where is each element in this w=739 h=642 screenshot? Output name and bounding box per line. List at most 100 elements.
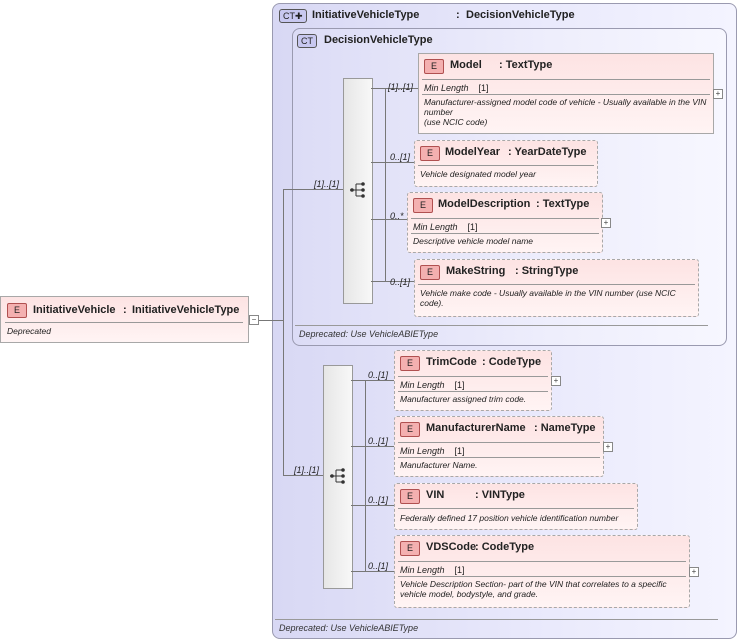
divider (295, 325, 708, 326)
connector-line (371, 162, 414, 163)
root-element-name: InitiativeVehicle (33, 304, 116, 316)
element-badge-icon: E (400, 422, 420, 437)
element-type: : TextType (499, 59, 553, 71)
outer-sequence-compositor[interactable] (323, 365, 353, 589)
element-cardinality: [1]..[1] (388, 82, 414, 92)
element-name: MakeString (446, 265, 506, 277)
divider (398, 442, 600, 443)
divider (5, 322, 243, 323)
element-description: Manufacturer Name. (400, 460, 478, 470)
element-cardinality: 0..* (390, 211, 404, 221)
root-description: Deprecated (7, 326, 51, 336)
connector-line (283, 475, 323, 476)
root-type-separator: : (123, 304, 127, 316)
element-badge-icon: E (420, 265, 440, 280)
element-vin[interactable]: E VIN : VINType Federally defined 17 pos… (394, 483, 638, 530)
facet-min-length: Min Length[1] (400, 446, 465, 456)
facet-min-length: Min Length[1] (424, 83, 489, 93)
element-model[interactable]: E Model : TextType Min Length[1] Manufac… (418, 53, 714, 134)
connector-line (283, 189, 343, 190)
element-description: Manufacturer-assigned model code of vehi… (424, 97, 707, 127)
root-element-type: InitiativeVehicleType (132, 304, 240, 316)
element-description: Vehicle make code - Usually available in… (420, 288, 676, 308)
element-cardinality: 0..[1] (368, 495, 389, 505)
sequence-compositor-icon (350, 182, 365, 198)
divider (398, 576, 686, 577)
element-description: Federally defined 17 position vehicle id… (400, 513, 619, 523)
divider (418, 165, 594, 166)
element-name: ManufacturerName (426, 422, 526, 434)
element-name: VDSCode (426, 541, 477, 553)
plus-box-icon[interactable]: + (713, 89, 723, 99)
outer-type-separator: : (456, 9, 460, 21)
sequence-compositor-icon (330, 468, 345, 484)
element-description: Vehicle designated model year (420, 169, 536, 179)
facet-min-length: Min Length[1] (400, 380, 465, 390)
connector-line (351, 446, 394, 447)
connector-line (371, 219, 407, 220)
divider (411, 233, 599, 234)
inner-sequence-cardinality: [1]..[1] (314, 179, 340, 189)
minus-box-icon[interactable]: − (249, 315, 259, 325)
element-cardinality: 0..[1] (390, 152, 411, 162)
element-type: : NameType (534, 422, 596, 434)
facet-min-length: Min Length[1] (413, 222, 478, 232)
element-badge-icon: E (7, 303, 27, 318)
connector-line (351, 571, 394, 572)
element-vds-code[interactable]: E VDSCode : CodeType Min Length[1] Vehic… (394, 535, 690, 608)
element-manufacturer-name[interactable]: E ManufacturerName : NameType Min Length… (394, 416, 604, 477)
element-type: : TextType (536, 198, 590, 210)
divider (398, 376, 548, 377)
divider (422, 94, 710, 95)
element-name: VIN (426, 489, 445, 501)
element-badge-icon: E (400, 489, 420, 504)
divider (398, 391, 548, 392)
divider (398, 508, 634, 509)
element-model-description[interactable]: E ModelDescription : TextType Min Length… (407, 192, 603, 253)
inner-sequence-compositor[interactable] (343, 78, 373, 304)
inner-type-name: DecisionVehicleType (324, 34, 433, 46)
element-type: : YearDateType (508, 146, 587, 158)
element-trim-code[interactable]: E TrimCode : CodeType Min Length[1] Manu… (394, 350, 552, 411)
element-name: TrimCode (426, 356, 477, 368)
element-make-string[interactable]: E MakeString : StringType Vehicle make c… (414, 259, 699, 317)
plus-box-icon[interactable]: + (603, 442, 613, 452)
divider (418, 284, 695, 285)
element-type: : VINType (475, 489, 525, 501)
element-cardinality: 0..[1] (368, 370, 389, 380)
connector-line (259, 320, 283, 321)
facet-min-length: Min Length[1] (400, 565, 465, 575)
connector-line (351, 380, 394, 381)
connector-line (351, 505, 394, 506)
element-cardinality: 0..[1] (368, 436, 389, 446)
element-badge-icon: E (413, 198, 433, 213)
element-badge-icon: E (400, 541, 420, 556)
outer-sequence-cardinality: [1]..[1] (294, 465, 320, 475)
divider (398, 561, 686, 562)
connector-line (371, 281, 414, 282)
plus-box-icon[interactable]: + (601, 218, 611, 228)
connector-line (385, 88, 386, 281)
divider (422, 79, 710, 80)
plus-box-icon[interactable]: + (689, 567, 699, 577)
element-description: Descriptive vehicle model name (413, 236, 533, 246)
divider (275, 619, 718, 620)
element-cardinality: 0..[1] (390, 277, 411, 287)
element-type: : StringType (515, 265, 579, 277)
outer-type-name: InitiativeVehicleType (312, 9, 420, 21)
element-name: ModelDescription (438, 198, 531, 210)
root-element-initiative-vehicle[interactable]: E InitiativeVehicle : InitiativeVehicleT… (0, 296, 249, 343)
element-model-year[interactable]: E ModelYear : YearDateType Vehicle desig… (414, 140, 598, 187)
element-description: Vehicle Description Section- part of the… (400, 579, 667, 599)
element-badge-icon: E (424, 59, 444, 74)
connector-line (283, 189, 284, 475)
element-description: Manufacturer assigned trim code. (400, 394, 527, 404)
element-name: ModelYear (445, 146, 501, 158)
connector-line (365, 380, 366, 571)
element-name: Model (450, 59, 482, 71)
element-type: : CodeType (482, 356, 542, 368)
plus-box-icon[interactable]: + (551, 376, 561, 386)
divider (398, 457, 600, 458)
connector-line (371, 88, 418, 89)
divider (411, 218, 599, 219)
